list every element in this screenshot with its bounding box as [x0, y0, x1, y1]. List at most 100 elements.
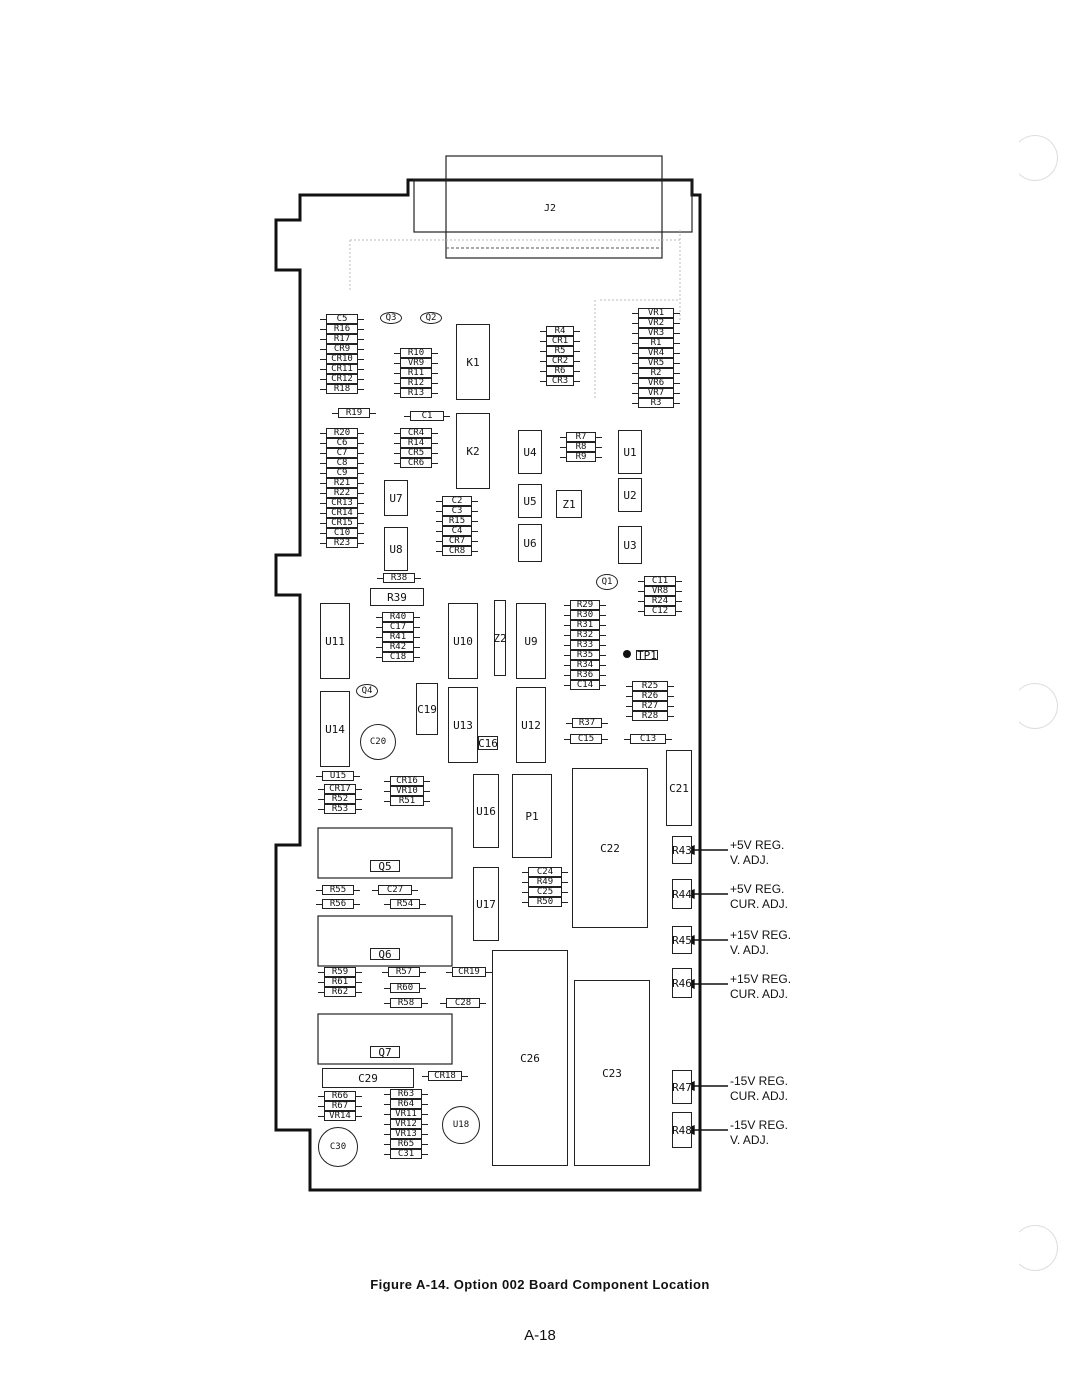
- component-r52: R52: [318, 794, 362, 804]
- component-q7: Q7: [370, 1046, 400, 1058]
- component-z2: Z2: [493, 600, 507, 676]
- component-r34: R34: [564, 660, 606, 670]
- component-r39: R39: [370, 588, 424, 606]
- component-k1: K1: [456, 324, 490, 400]
- component-r20: R20: [320, 428, 364, 438]
- punch-hole-mark: [1012, 1225, 1058, 1271]
- component-vr5: VR5: [632, 358, 680, 368]
- component-u11: U11: [320, 603, 350, 679]
- component-q2: Q2: [420, 312, 442, 324]
- component-z1: Z1: [556, 490, 582, 518]
- component-cr7: CR7: [436, 536, 478, 546]
- callout-15v-curadj: +15V REG.CUR. ADJ.: [730, 972, 792, 1001]
- component-vr11: VR11: [384, 1109, 428, 1119]
- component-vr6: VR6: [632, 378, 680, 388]
- component-u9: U9: [516, 603, 546, 679]
- component-r50: R50: [522, 897, 568, 907]
- component-c13: C13: [624, 734, 672, 744]
- component-u7: U7: [384, 480, 408, 516]
- component-r42: R42: [376, 642, 420, 652]
- component-u17: U17: [473, 867, 499, 941]
- component-cr17: CR17: [318, 784, 362, 794]
- component-r56: R56: [316, 899, 360, 909]
- component-u3: U3: [618, 526, 642, 564]
- component-vr14: VR14: [318, 1111, 362, 1121]
- component-cr15: CR15: [320, 518, 364, 528]
- component-u18: U18: [442, 1106, 480, 1144]
- component-c26: C26: [492, 950, 568, 1166]
- component-u14: U14: [320, 691, 350, 767]
- component-cr9: CR9: [320, 344, 364, 354]
- component-r49: R49: [522, 877, 568, 887]
- component-r58: R58: [384, 998, 428, 1008]
- component-r7: R7: [560, 432, 602, 442]
- component-c10: C10: [320, 528, 364, 538]
- component-vr13: VR13: [384, 1129, 428, 1139]
- component-r57: R57: [382, 967, 426, 977]
- component-q3: Q3: [380, 312, 402, 324]
- component-c28: C28: [440, 998, 486, 1008]
- component-r21: R21: [320, 478, 364, 488]
- component-cr11: CR11: [320, 364, 364, 374]
- component-u10: U10: [448, 603, 478, 679]
- callout-neg15v-curadj: -15V REG.CUR. ADJ.: [730, 1074, 789, 1103]
- component-u5: U5: [518, 484, 542, 518]
- component-c29: C29: [322, 1068, 414, 1088]
- component-c23: C23: [574, 980, 650, 1166]
- component-q1: Q1: [596, 574, 618, 590]
- component-r60: R60: [384, 983, 426, 993]
- component-u4: U4: [518, 430, 542, 474]
- callout-neg15v-vadj: -15V REG.V. ADJ.: [730, 1118, 789, 1147]
- component-q5: Q5: [370, 860, 400, 872]
- component-r31: R31: [564, 620, 606, 630]
- component-cr6: CR6: [394, 458, 438, 468]
- component-vr1: VR1: [632, 308, 680, 318]
- component-vr10: VR10: [384, 786, 430, 796]
- component-q6: Q6: [370, 948, 400, 960]
- component-r11: R11: [394, 368, 438, 378]
- component-r37: R37: [566, 718, 608, 728]
- component-r12: R12: [394, 378, 438, 388]
- component-r27: R27: [626, 701, 674, 711]
- component-r40: R40: [376, 612, 420, 622]
- connector-label: J2: [544, 203, 557, 214]
- component-r35: R35: [564, 650, 606, 660]
- component-r64: R64: [384, 1099, 428, 1109]
- component-k2: K2: [456, 413, 490, 489]
- component-c25: C25: [522, 887, 568, 897]
- component-u12: U12: [516, 687, 546, 763]
- component-r3: R3: [632, 398, 680, 408]
- component-r53: R53: [318, 804, 362, 814]
- component-r45: R45: [672, 926, 692, 954]
- component-r5: R5: [540, 346, 580, 356]
- component-r47: R47: [672, 1070, 692, 1104]
- component-cr8: CR8: [436, 546, 478, 556]
- component-r67: R67: [318, 1101, 362, 1111]
- page-number: A-18: [524, 1327, 556, 1344]
- component-c16: C16: [478, 736, 498, 750]
- component-r62: R62: [318, 987, 362, 997]
- component-c31: C31: [384, 1149, 428, 1159]
- callout-15v-vadj: +15V REG.V. ADJ.: [730, 928, 792, 957]
- component-vr3: VR3: [632, 328, 680, 338]
- component-cr16: CR16: [384, 776, 430, 786]
- component-r2: R2: [632, 368, 680, 378]
- component-vr9: VR9: [394, 358, 438, 368]
- component-r46: R46: [672, 968, 692, 998]
- component-c17: C17: [376, 622, 420, 632]
- component-r6: R6: [540, 366, 580, 376]
- component-r22: R22: [320, 488, 364, 498]
- component-cr2: CR2: [540, 356, 580, 366]
- component-c1: C1: [404, 411, 450, 421]
- component-c3: C3: [436, 506, 478, 516]
- component-c12: C12: [638, 606, 682, 616]
- component-r61: R61: [318, 977, 362, 987]
- component-c18: C18: [376, 652, 420, 662]
- component-cr19: CR19: [446, 967, 492, 977]
- component-r23: R23: [320, 538, 364, 548]
- component-cr5: CR5: [394, 448, 438, 458]
- component-r63: R63: [384, 1089, 428, 1099]
- component-c20: C20: [360, 724, 396, 760]
- component-q4: Q4: [356, 684, 378, 698]
- component-u1: U1: [618, 430, 642, 474]
